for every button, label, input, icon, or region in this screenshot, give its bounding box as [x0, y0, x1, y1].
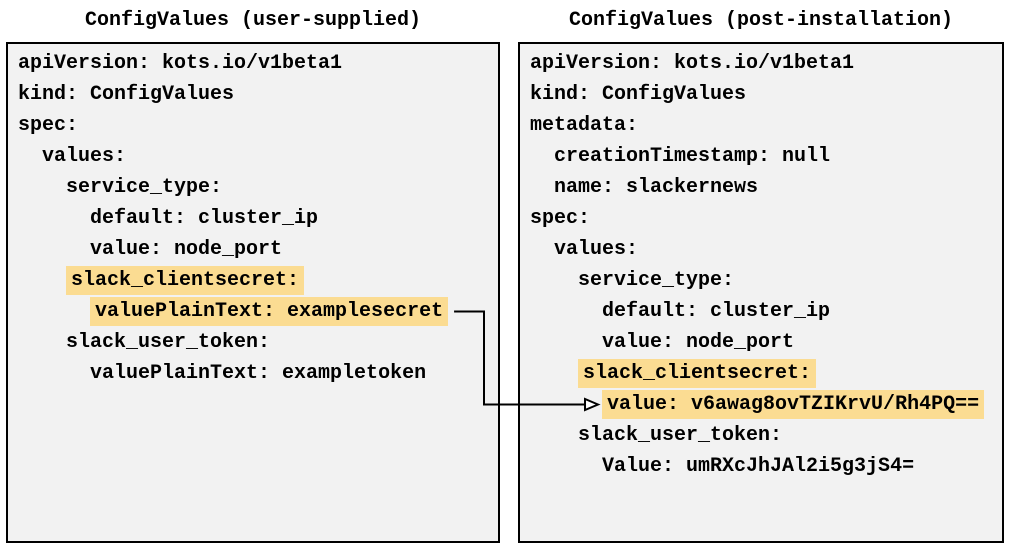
yaml-text: kind: ConfigValues	[18, 83, 235, 106]
yaml-line: valuePlainText: exampletoken	[18, 358, 488, 389]
yaml-text: kind: ConfigValues	[530, 83, 747, 106]
yaml-text: values:	[42, 145, 127, 168]
yaml-line: service_type:	[530, 265, 992, 296]
yaml-text: slack_user_token:	[66, 331, 271, 354]
yaml-text: valuePlainText: exampletoken	[90, 362, 427, 385]
yaml-text: name: slackernews	[554, 176, 759, 199]
yaml-line: kind: ConfigValues	[18, 79, 488, 110]
yaml-text: spec:	[18, 114, 79, 137]
yaml-text: default: cluster_ip	[602, 300, 831, 323]
yaml-line: kind: ConfigValues	[530, 79, 992, 110]
yaml-line: default: cluster_ip	[530, 296, 992, 327]
yaml-line: values:	[530, 234, 992, 265]
yaml-line: slack_clientsecret:	[530, 358, 992, 389]
yaml-text: Value: umRXcJhJAl2i5g3jS4=	[602, 455, 915, 478]
yaml-line: apiVersion: kots.io/v1beta1	[18, 48, 488, 79]
yaml-text: values:	[554, 238, 639, 261]
yaml-line: value: node_port	[530, 327, 992, 358]
yaml-line: creationTimestamp: null	[530, 141, 992, 172]
yaml-text: slack_user_token:	[578, 424, 783, 447]
yaml-line: service_type:	[18, 172, 488, 203]
yaml-text: metadata:	[530, 114, 639, 137]
yaml-text: service_type:	[66, 176, 223, 199]
yaml-line: valuePlainText: examplesecret	[18, 296, 488, 327]
yaml-text: value: node_port	[90, 238, 283, 261]
yaml-line: slack_clientsecret:	[18, 265, 488, 296]
highlighted-yaml-text: valuePlainText: examplesecret	[90, 297, 449, 326]
yaml-line: slack_user_token:	[530, 420, 992, 451]
highlighted-yaml-text: slack_clientsecret:	[66, 266, 305, 295]
yaml-text: value: node_port	[602, 331, 795, 354]
yaml-text: default: cluster_ip	[90, 207, 319, 230]
yaml-line: metadata:	[530, 110, 992, 141]
highlighted-yaml-text: slack_clientsecret:	[578, 359, 817, 388]
yaml-text: spec:	[530, 207, 591, 230]
yaml-line: spec:	[530, 203, 992, 234]
yaml-line: default: cluster_ip	[18, 203, 488, 234]
yaml-line: Value: umRXcJhJAl2i5g3jS4=	[530, 451, 992, 482]
highlighted-yaml-text: value: v6awag8ovTZIKrvU/Rh4PQ==	[602, 390, 985, 419]
left-panel-title: ConfigValues (user-supplied)	[84, 9, 422, 32]
yaml-line: value: v6awag8ovTZIKrvU/Rh4PQ==	[530, 389, 992, 420]
yaml-line: spec:	[18, 110, 488, 141]
yaml-line: name: slackernews	[530, 172, 992, 203]
yaml-line: value: node_port	[18, 234, 488, 265]
post-installation-config-box: apiVersion: kots.io/v1beta1 kind: ConfigV…	[518, 42, 1004, 543]
yaml-text: service_type:	[578, 269, 735, 292]
user-supplied-config-box: apiVersion: kots.io/v1beta1 kind: ConfigV…	[6, 42, 500, 543]
yaml-text: apiVersion: kots.io/v1beta1	[18, 52, 343, 75]
yaml-line: slack_user_token:	[18, 327, 488, 358]
right-panel-title: ConfigValues (post-installation)	[568, 9, 954, 32]
yaml-line: apiVersion: kots.io/v1beta1	[530, 48, 992, 79]
yaml-line: values:	[18, 141, 488, 172]
yaml-text: apiVersion: kots.io/v1beta1	[530, 52, 855, 75]
yaml-text: creationTimestamp: null	[554, 145, 831, 168]
